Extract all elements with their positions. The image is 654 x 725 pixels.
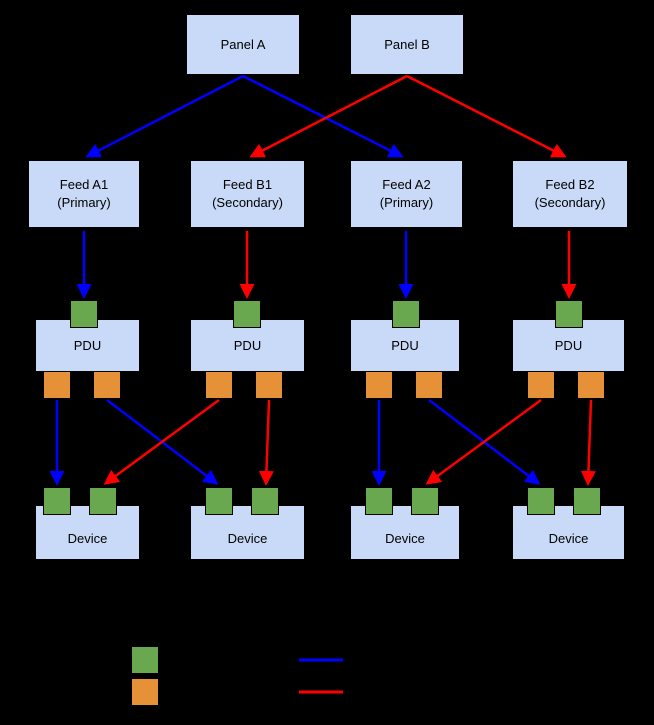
feed-a2-role: (Primary) (379, 195, 434, 210)
feed-a1-box: Feed A1 (Primary) (28, 160, 140, 228)
pdu-3-output-port-right-icon (415, 371, 443, 399)
device-3-label: Device (385, 531, 425, 547)
feed-a1-role: (Primary) (57, 195, 111, 210)
pdu-1-output-port-right-icon (93, 371, 121, 399)
device-3-input-port-left-icon (365, 487, 393, 515)
panel-b-label: Panel B (384, 36, 430, 52)
device-4-input-port-right-icon (573, 487, 601, 515)
pdu-3-output-port-left-icon (365, 371, 393, 399)
panel-a-box: Panel A (186, 14, 300, 75)
pdu-3-label: PDU (391, 337, 419, 353)
feed-b2-box: Feed B2 (Secondary) (512, 160, 628, 228)
feed-a1-name: Feed A1 (59, 177, 109, 193)
pdu-4-output-port-left-icon (527, 371, 555, 399)
pdu-4-input-port-icon (555, 300, 583, 328)
device-4-label: Device (548, 531, 589, 547)
device-1-label: Device (67, 531, 108, 547)
pdu-2-output-port-right-icon (255, 371, 283, 399)
pdu-1-box: PDU (35, 319, 140, 372)
arrow-pdu4-device4 (580, 399, 596, 486)
device-1-input-port-left-icon (43, 487, 71, 515)
feed-b2-role: (Secondary) (534, 195, 606, 210)
device-4-input-port-left-icon (527, 487, 555, 515)
pdu-4-output-port-right-icon (577, 371, 605, 399)
pdu-1-label: PDU (73, 337, 102, 353)
pdu-1-output-port-left-icon (43, 371, 71, 399)
panel-b-box: Panel B (350, 14, 464, 75)
legend-green-swatch-icon (131, 646, 159, 674)
arrow-panelB-feedB1 (249, 74, 408, 158)
pdu-2-label: PDU (233, 337, 262, 353)
legend-orange-swatch-icon (131, 678, 159, 706)
pdu-2-input-port-icon (233, 300, 261, 328)
panel-a-label: Panel A (220, 36, 266, 52)
feed-a2-box: Feed A2 (Primary) (350, 160, 463, 228)
device-2-label: Device (227, 531, 268, 547)
arrow-pdu2-device2 (258, 399, 274, 486)
arrow-panelA-feedA2 (242, 74, 404, 158)
pdu-3-input-port-icon (392, 300, 420, 328)
pdu-1-input-port-icon (70, 300, 98, 328)
device-3-input-port-right-icon (411, 487, 439, 515)
feed-b1-box: Feed B1 (Secondary) (190, 160, 305, 228)
device-2-input-port-right-icon (251, 487, 279, 515)
arrow-panelB-feedB2 (406, 74, 567, 158)
device-2-input-port-left-icon (205, 487, 233, 515)
pdu-4-label: PDU (554, 337, 583, 353)
arrow-panelA-feedA1 (85, 74, 244, 158)
feed-b2-name: Feed B2 (545, 177, 595, 193)
pdu-2-output-port-left-icon (205, 371, 233, 399)
feed-b1-name: Feed B1 (222, 177, 273, 193)
feed-b1-role: (Secondary) (212, 195, 283, 210)
device-1-input-port-right-icon (89, 487, 117, 515)
feed-a2-name: Feed A2 (382, 177, 431, 193)
arrow-pdu2-device1 (103, 398, 220, 485)
arrow-pdu4-device3 (425, 398, 542, 485)
